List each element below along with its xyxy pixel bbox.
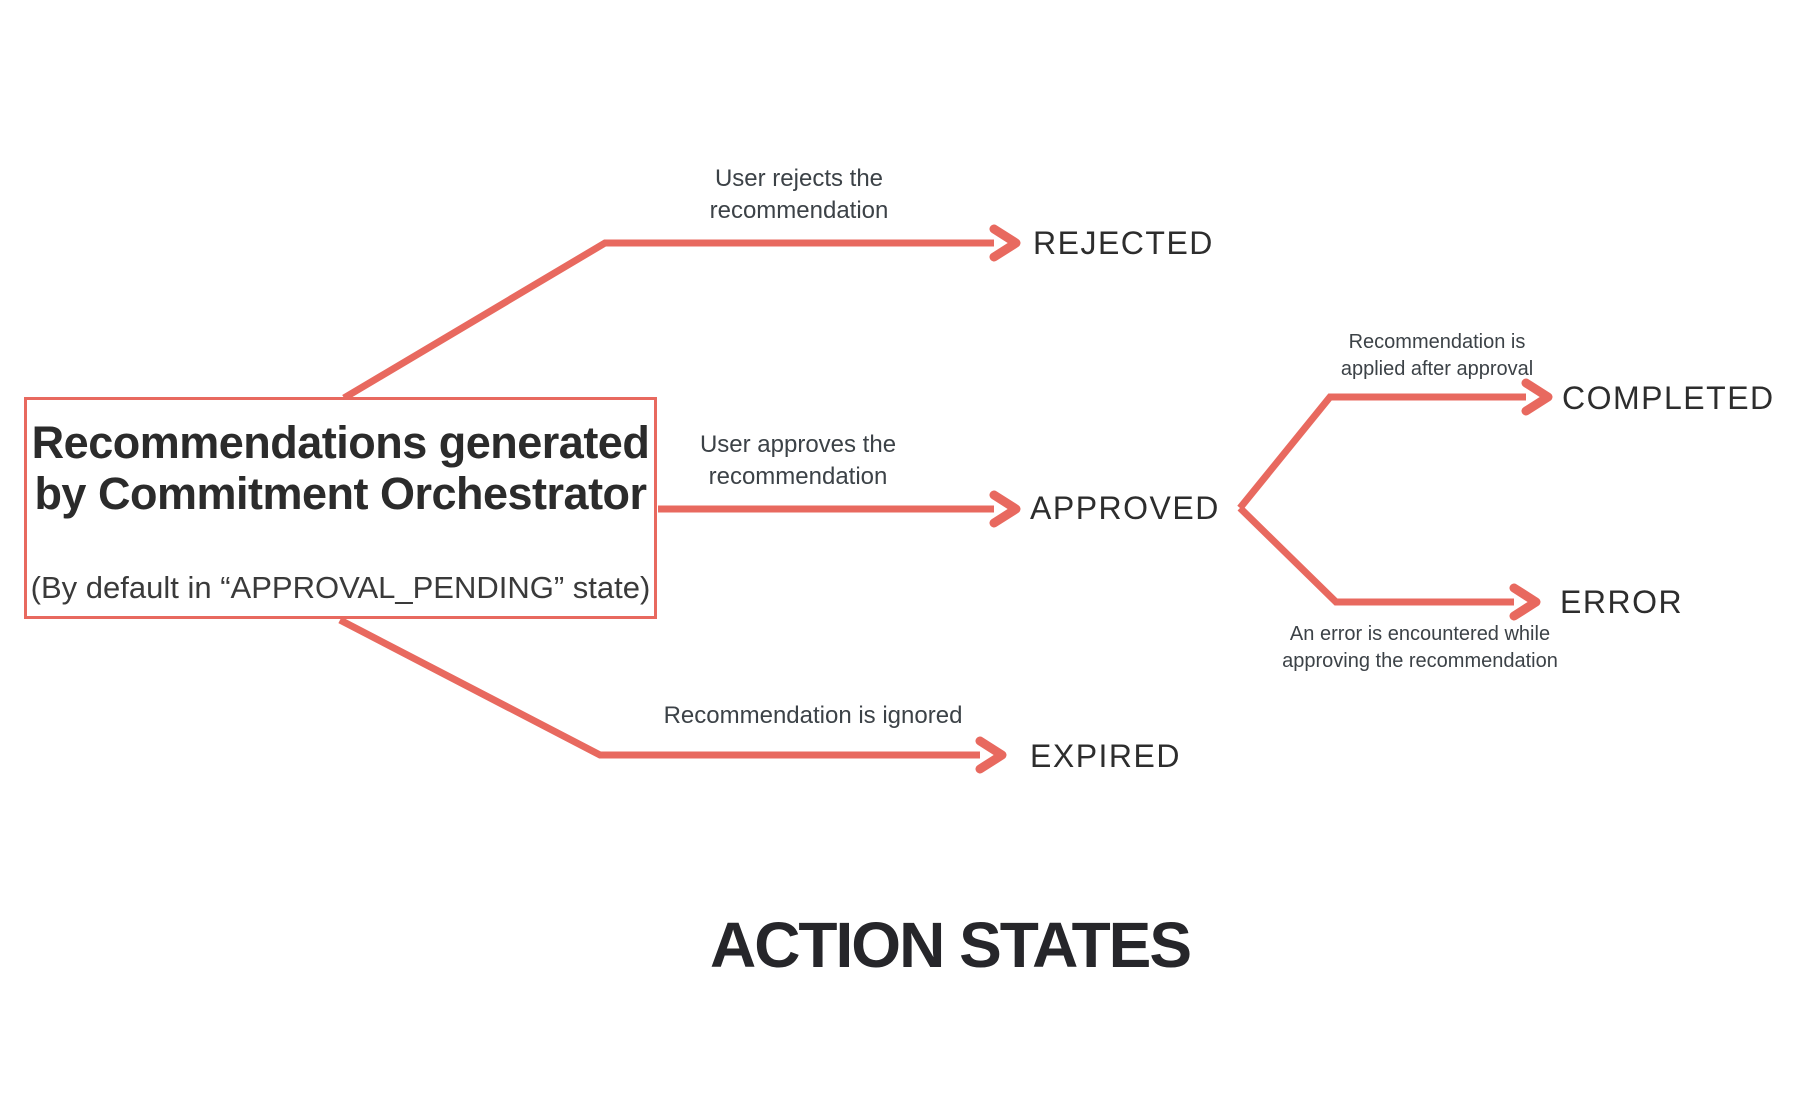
- arrow-expire-line: [338, 616, 980, 759]
- transition-label-error: An error is encountered while approving …: [1282, 621, 1558, 675]
- arrow-complete-line: [1237, 393, 1526, 511]
- caption-title: ACTION STATES: [709, 909, 1192, 981]
- transition-label-error-line2: approving the recommendation: [1282, 650, 1558, 672]
- transition-label-approve: User approves the recommendation: [700, 429, 896, 493]
- state-label-expired: EXPIRED: [1030, 738, 1181, 774]
- state-label-completed: COMPLETED: [1562, 380, 1775, 416]
- transition-label-expire: Recommendation is ignored: [664, 700, 963, 732]
- state-label-approved: APPROVED: [1030, 490, 1220, 526]
- transition-label-expire-line1: Recommendation is ignored: [663, 702, 963, 729]
- source-box-title-line1: Recommendations generated: [31, 417, 650, 468]
- arrow-reject-line: [342, 239, 994, 402]
- transition-label-complete-line1: Recommendation is: [1348, 331, 1526, 353]
- source-box-title-line2: by Commitment Orchestrator: [34, 468, 647, 519]
- arrow-expire-head-icon: [975, 736, 1007, 774]
- transition-label-reject-line2: recommendation: [709, 197, 889, 224]
- arrow-error-line: [1237, 505, 1514, 606]
- transition-label-reject: User rejects the recommendation: [710, 163, 889, 227]
- source-box-subtitle: (By default in “APPROVAL_PENDING” state): [30, 570, 651, 605]
- transition-label-approve-line2: recommendation: [708, 463, 888, 490]
- arrow-complete-head-icon: [1521, 378, 1553, 416]
- transition-label-reject-line1: User rejects the: [714, 165, 884, 192]
- arrow-error-head-icon: [1509, 583, 1541, 621]
- transition-label-complete-line2: applied after approval: [1340, 358, 1534, 380]
- transition-label-approve-line1: User approves the: [699, 431, 897, 458]
- state-label-error: ERROR: [1560, 584, 1684, 620]
- arrow-approve-head-icon: [989, 490, 1021, 528]
- transition-label-complete: Recommendation is applied after approval: [1341, 329, 1533, 383]
- transition-label-error-line1: An error is encountered while: [1289, 623, 1551, 645]
- source-box: Recommendations generated by Commitment …: [24, 397, 657, 619]
- source-box-title: Recommendations generated by Commitment …: [27, 417, 654, 519]
- state-label-rejected: REJECTED: [1033, 225, 1214, 261]
- arrow-reject-head-icon: [989, 224, 1021, 262]
